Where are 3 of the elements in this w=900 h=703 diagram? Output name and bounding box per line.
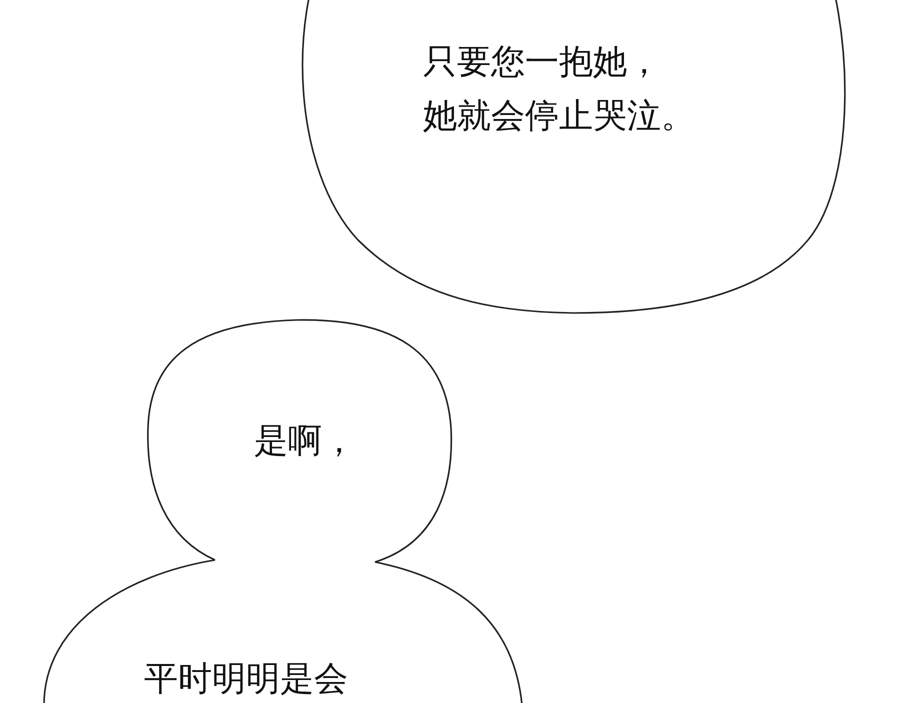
dialogue-text: 只要您一抱她，她就会停止哭泣。 — [423, 41, 696, 138]
dialogue-text: 是啊， — [254, 420, 357, 463]
dialogue-text: 平时明明是会 — [144, 658, 349, 701]
